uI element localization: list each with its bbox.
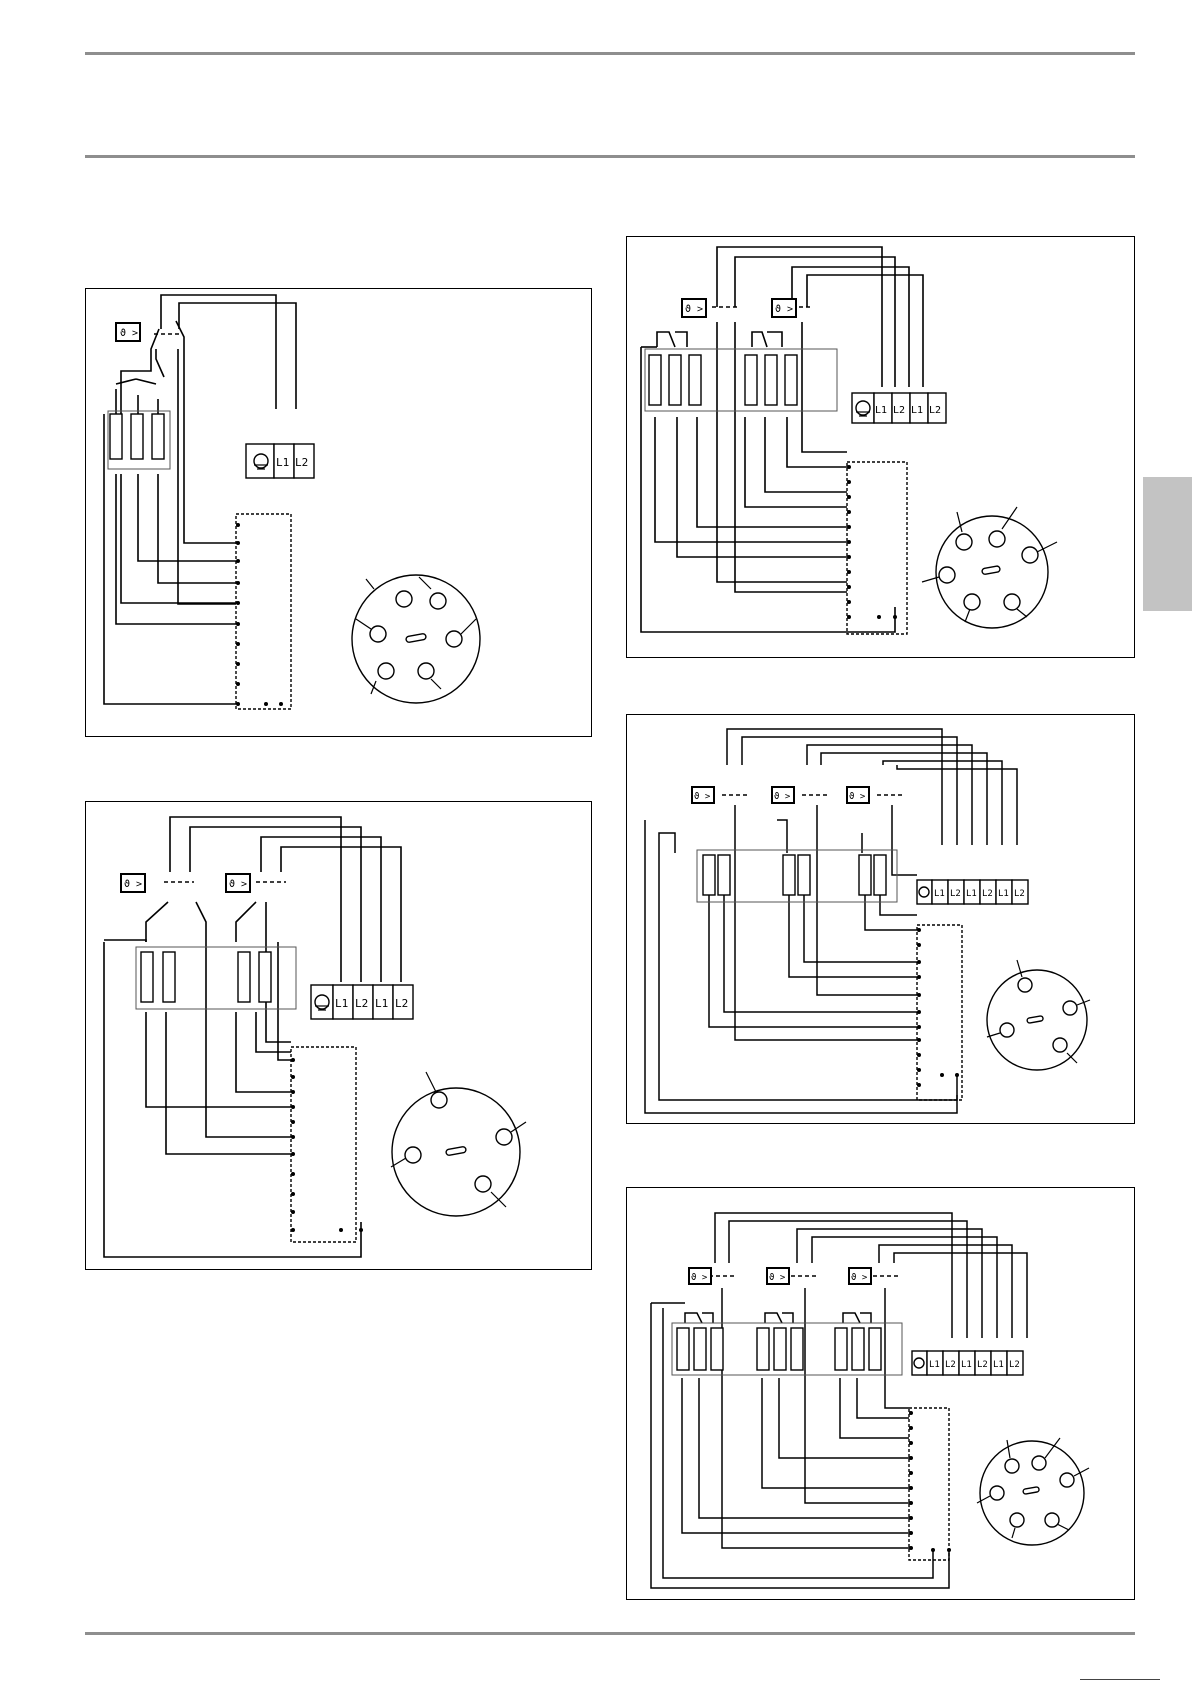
panel4-thermostat-label-b: ϑ >	[774, 792, 791, 802]
panel5-thermostat-label-a: ϑ >	[691, 1273, 708, 1283]
wiring-diagram-5: ϑ > ϑ > ϑ > L1 L2 L1 L2 L1 L2	[626, 1187, 1135, 1600]
wiring-diagram-5-svg: ϑ > ϑ > ϑ > L1 L2 L1 L2 L1 L2	[627, 1188, 1136, 1601]
panel5-terminal-l2-c: L2	[1009, 1360, 1020, 1370]
wiring-diagram-2: ϑ > ϑ > L1 L2 L1 L2	[85, 801, 592, 1270]
wiring-diagram-1-svg: ϑ > L1 L2	[86, 289, 593, 738]
panel1-terminal-l1: L1	[276, 456, 289, 469]
header-rule-top	[85, 52, 1135, 55]
panel3-terminal-l2-b: L2	[929, 405, 941, 416]
panel4-terminal-l2-a: L2	[950, 889, 961, 899]
panel3-thermostat-label-b: ϑ >	[775, 304, 793, 315]
panel5-terminal-l1-c: L1	[993, 1360, 1004, 1370]
panel3-terminal-l1-b: L1	[911, 405, 923, 416]
panel3-terminal-l2-a: L2	[893, 405, 905, 416]
panel2-terminal-l1-a: L1	[335, 997, 348, 1010]
wiring-diagram-3: ϑ > ϑ > L1 L2 L1 L2	[626, 236, 1135, 658]
panel4-terminal-l1-c: L1	[998, 889, 1009, 899]
panel2-thermostat-label-b: ϑ >	[229, 879, 247, 890]
panel5-thermostat-label-b: ϑ >	[769, 1273, 786, 1283]
panel5-terminal-l1-b: L1	[961, 1360, 972, 1370]
panel4-thermostat-label-c: ϑ >	[849, 792, 866, 802]
wiring-diagram-4-svg: ϑ > ϑ > ϑ > L1 L2 L1 L2 L1 L2	[627, 715, 1136, 1125]
page-edge-mark	[1080, 1679, 1160, 1680]
panel4-thermostat-label-a: ϑ >	[694, 792, 711, 802]
header-rule-bottom	[85, 155, 1135, 158]
chapter-tab-marker	[1143, 477, 1192, 611]
panel1-terminal-l2: L2	[295, 456, 308, 469]
panel5-terminal-l2-b: L2	[977, 1360, 988, 1370]
panel2-terminal-l2-b: L2	[395, 997, 408, 1010]
wiring-diagram-4: ϑ > ϑ > ϑ > L1 L2 L1 L2 L1 L2	[626, 714, 1135, 1124]
panel2-thermostat-label-a: ϑ >	[124, 879, 142, 890]
wiring-diagram-1: ϑ > L1 L2	[85, 288, 592, 737]
panel5-terminal-l2-a: L2	[945, 1360, 956, 1370]
panel4-terminal-l1-a: L1	[934, 889, 945, 899]
panel3-thermostat-label-a: ϑ >	[685, 304, 703, 315]
panel4-terminal-l1-b: L1	[966, 889, 977, 899]
panel4-terminal-l2-c: L2	[1014, 889, 1025, 899]
footer-rule	[85, 1632, 1135, 1635]
panel5-terminal-l1-a: L1	[929, 1360, 940, 1370]
wiring-diagram-3-svg: ϑ > ϑ > L1 L2 L1 L2	[627, 237, 1136, 659]
panel5-thermostat-label-c: ϑ >	[851, 1273, 868, 1283]
panel1-thermostat-label: ϑ >	[120, 328, 138, 339]
panel3-terminal-l1-a: L1	[875, 405, 887, 416]
panel2-terminal-l1-b: L1	[375, 997, 388, 1010]
panel4-terminal-l2-b: L2	[982, 889, 993, 899]
wiring-diagram-2-svg: ϑ > ϑ > L1 L2 L1 L2	[86, 802, 593, 1271]
panel2-terminal-l2-a: L2	[355, 997, 368, 1010]
